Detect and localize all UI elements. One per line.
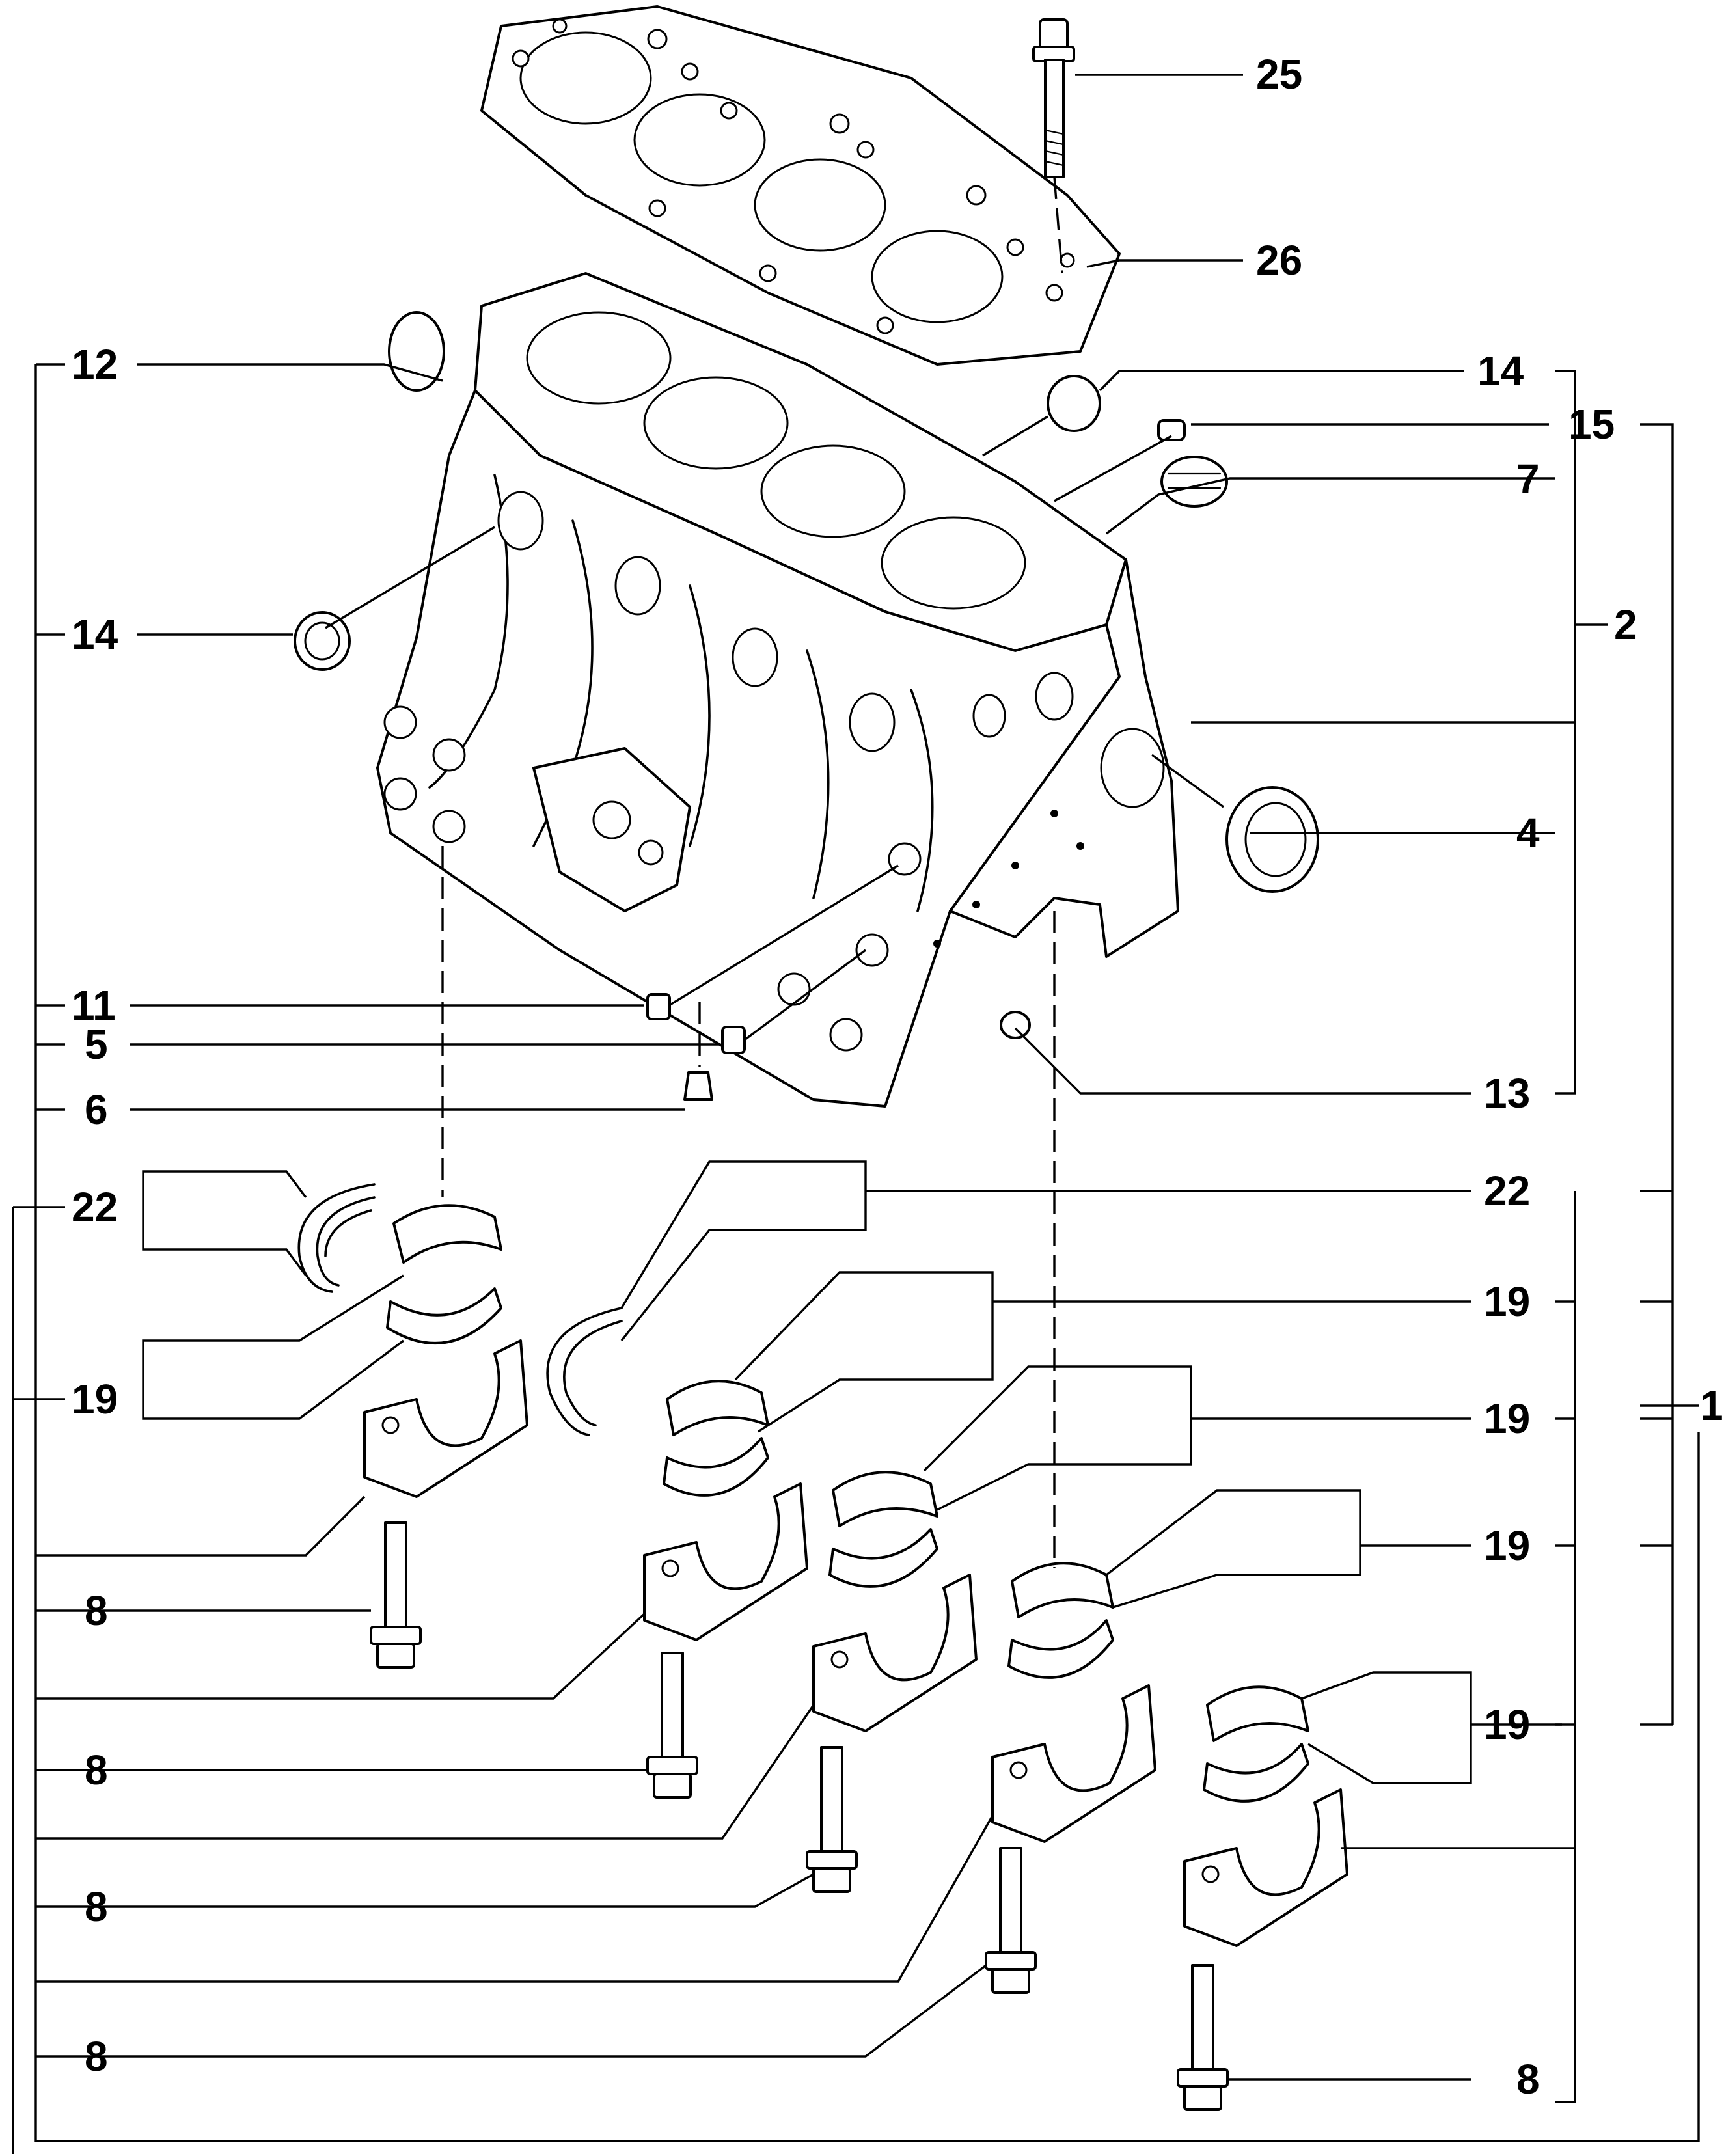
plug-15 [1157,419,1186,441]
callout-8-2: 8 [85,1747,108,1794]
main-bearing-cap-4 [991,1684,1156,1843]
callout-labels: 25 26 12 14 15 7 14 2 4 11 5 13 6 22 22 … [72,51,1723,2103]
callout-19-left: 19 [72,1376,118,1423]
main-bearing-cap-3 [812,1574,978,1732]
head-bolt [1032,18,1075,274]
main-bearing-shell-2 [663,1380,769,1497]
main-bearing-bolt-5 [1177,1964,1229,2111]
main-bearing-cap-1 [363,1339,528,1498]
main-bearing-cap-5 [1183,1788,1348,1947]
main-bearing-shell-4 [1007,1562,1114,1679]
callout-22-left: 22 [72,1184,118,1231]
callout-19-3: 19 [1484,1522,1530,1569]
callout-19-4: 19 [1484,1701,1530,1748]
expansion-plug-14-right [1047,375,1101,432]
callout-12: 12 [72,341,118,388]
plug-6 [683,1071,713,1101]
expansion-plug-12 [388,311,445,392]
callout-8-3: 8 [85,1883,108,1930]
callout-7: 7 [1516,456,1540,502]
assembly-center-lines [441,846,1056,1568]
callout-19-1: 19 [1484,1278,1530,1325]
thrust-washer-left [297,1183,376,1293]
main-bearing-bolt-1 [370,1521,422,1669]
callout-19-2: 19 [1484,1395,1530,1442]
callout-8-5: 8 [1516,2056,1540,2103]
main-bearing-bolt-2 [646,1652,698,1799]
callout-15: 15 [1568,401,1615,448]
callout-14-left: 14 [72,611,118,658]
oil-seal-14-left [294,611,351,671]
head-gasket [480,5,1121,366]
cylinder-block [376,272,1179,1108]
callout-8-1: 8 [85,1587,108,1634]
callout-2: 2 [1614,601,1637,648]
main-bearing-shell-1 [386,1204,502,1344]
leader-lines [12,74,1700,2154]
main-bearing-shell-5 [1203,1685,1309,1803]
plug-5 [721,1026,746,1054]
main-bearing-shell-3 [828,1471,938,1588]
thrust-washer-right [546,1307,623,1436]
callout-22-right: 22 [1484,1167,1530,1214]
plug-7 [1160,456,1228,508]
callout-26: 26 [1256,237,1302,284]
callout-1: 1 [1700,1382,1723,1429]
main-bearing-bolt-3 [806,1746,858,1893]
main-bearing-cap-2 [643,1482,808,1641]
callout-4: 4 [1516,810,1540,856]
plug-11 [646,993,671,1020]
bushing-4 [1225,786,1319,893]
callout-25: 25 [1256,51,1302,98]
callout-6: 6 [85,1086,108,1133]
callout-13: 13 [1484,1070,1530,1117]
callout-8-4: 8 [85,2033,108,2080]
callout-14-right: 14 [1477,348,1524,394]
plug-13 [1000,1011,1031,1039]
callout-11: 11 [72,982,116,1029]
main-bearing-bolt-4 [985,1847,1037,1994]
callout-5: 5 [85,1021,108,1068]
